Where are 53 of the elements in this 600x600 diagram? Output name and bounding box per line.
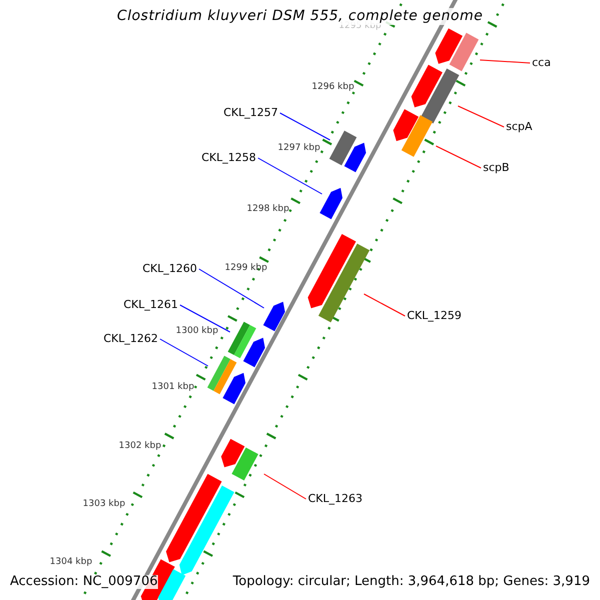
info-text: Topology: circular; Length: 3,964,618 bp; Genes: 3,919	[232, 574, 590, 590]
gene-label: CKL_1258	[201, 152, 256, 164]
leader-line	[180, 304, 230, 332]
gene-block	[393, 109, 419, 142]
leader-line	[264, 474, 306, 500]
gene-block	[308, 234, 356, 308]
gene-bar	[449, 32, 479, 72]
gene-block	[263, 302, 285, 332]
gene-label: CKL_1262	[103, 332, 158, 346]
leader-line	[436, 146, 482, 168]
leader-line	[258, 158, 322, 194]
info-text: Accession: NC_009706	[10, 574, 158, 590]
scale-label: 1296 kbp	[312, 83, 354, 93]
gene-bar	[228, 322, 256, 358]
gene-bar	[420, 68, 460, 124]
leader-line	[364, 294, 406, 316]
gene-block	[221, 438, 245, 468]
scale-label: 1299 kbp	[224, 264, 268, 274]
leader-line	[458, 106, 504, 128]
leader-line	[280, 112, 330, 140]
gene-block	[222, 372, 246, 404]
gene-block	[158, 569, 186, 600]
gene-label: CKL_1259	[407, 310, 462, 322]
leader-line	[480, 60, 530, 64]
gene-label: CKL_1260	[142, 262, 197, 276]
gene-block	[320, 188, 342, 220]
gene-block	[344, 142, 366, 172]
gene-bar	[207, 356, 237, 394]
gene-bar	[329, 130, 357, 166]
gene-bar	[318, 244, 370, 322]
gene-block	[411, 64, 442, 108]
gene-label: CKL_1257	[223, 106, 278, 120]
gene-block	[435, 28, 463, 64]
leader-line	[160, 338, 208, 366]
gene-bar	[401, 115, 433, 157]
gene-block	[166, 474, 222, 562]
scale-label: 1300 kbp	[176, 327, 218, 337]
scale-label: 1297 kbp	[278, 144, 320, 154]
gene-label: scpB	[483, 162, 510, 174]
leader-line	[198, 268, 264, 308]
gene-block	[179, 486, 234, 576]
gene-label: scpA	[506, 120, 532, 134]
gene-bar	[232, 448, 258, 480]
gene-block	[243, 338, 265, 368]
scale-label: 1303 kbp	[82, 500, 126, 510]
scale-label: 1302 kbp	[118, 442, 162, 452]
scale-label: 1295 kbp	[338, 22, 382, 32]
gene-label: CKL_1263	[308, 492, 363, 506]
scale-label: 1301 kbp	[152, 383, 194, 393]
scale-label: 1298 kbp	[246, 205, 290, 215]
gene-label: CKL_1261	[123, 298, 178, 312]
scale-label: 1304 kbp	[50, 558, 92, 568]
gene-label: cca	[532, 56, 551, 70]
